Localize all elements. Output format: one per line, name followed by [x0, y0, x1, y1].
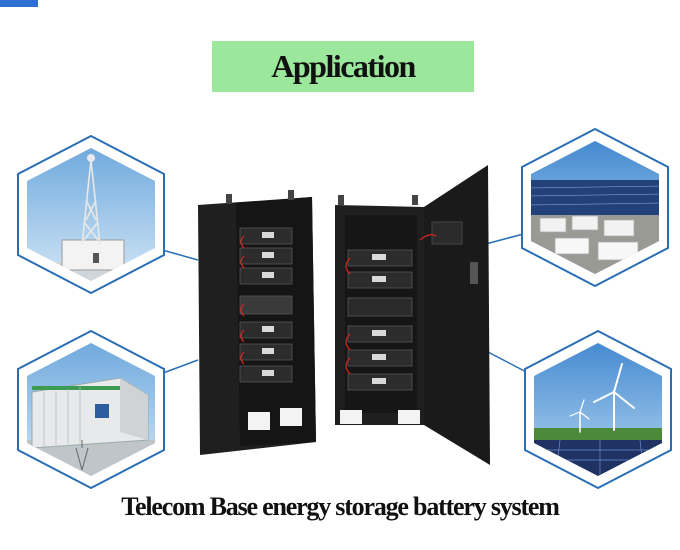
corner-tab	[0, 0, 38, 7]
right-battery-cabinet	[335, 165, 490, 465]
caption: Telecom Base energy storage battery syst…	[121, 492, 560, 521]
page-title: Application	[271, 48, 416, 84]
title-banner: Application	[212, 41, 474, 92]
left-battery-cabinet	[198, 190, 316, 455]
wind-solar-icon	[524, 329, 672, 490]
telecom-tower-icon	[17, 134, 165, 295]
solar-farm-icon	[521, 127, 669, 288]
container-station-icon	[17, 329, 165, 490]
left-battery-modules	[239, 227, 293, 383]
right-battery-modules	[345, 234, 437, 391]
